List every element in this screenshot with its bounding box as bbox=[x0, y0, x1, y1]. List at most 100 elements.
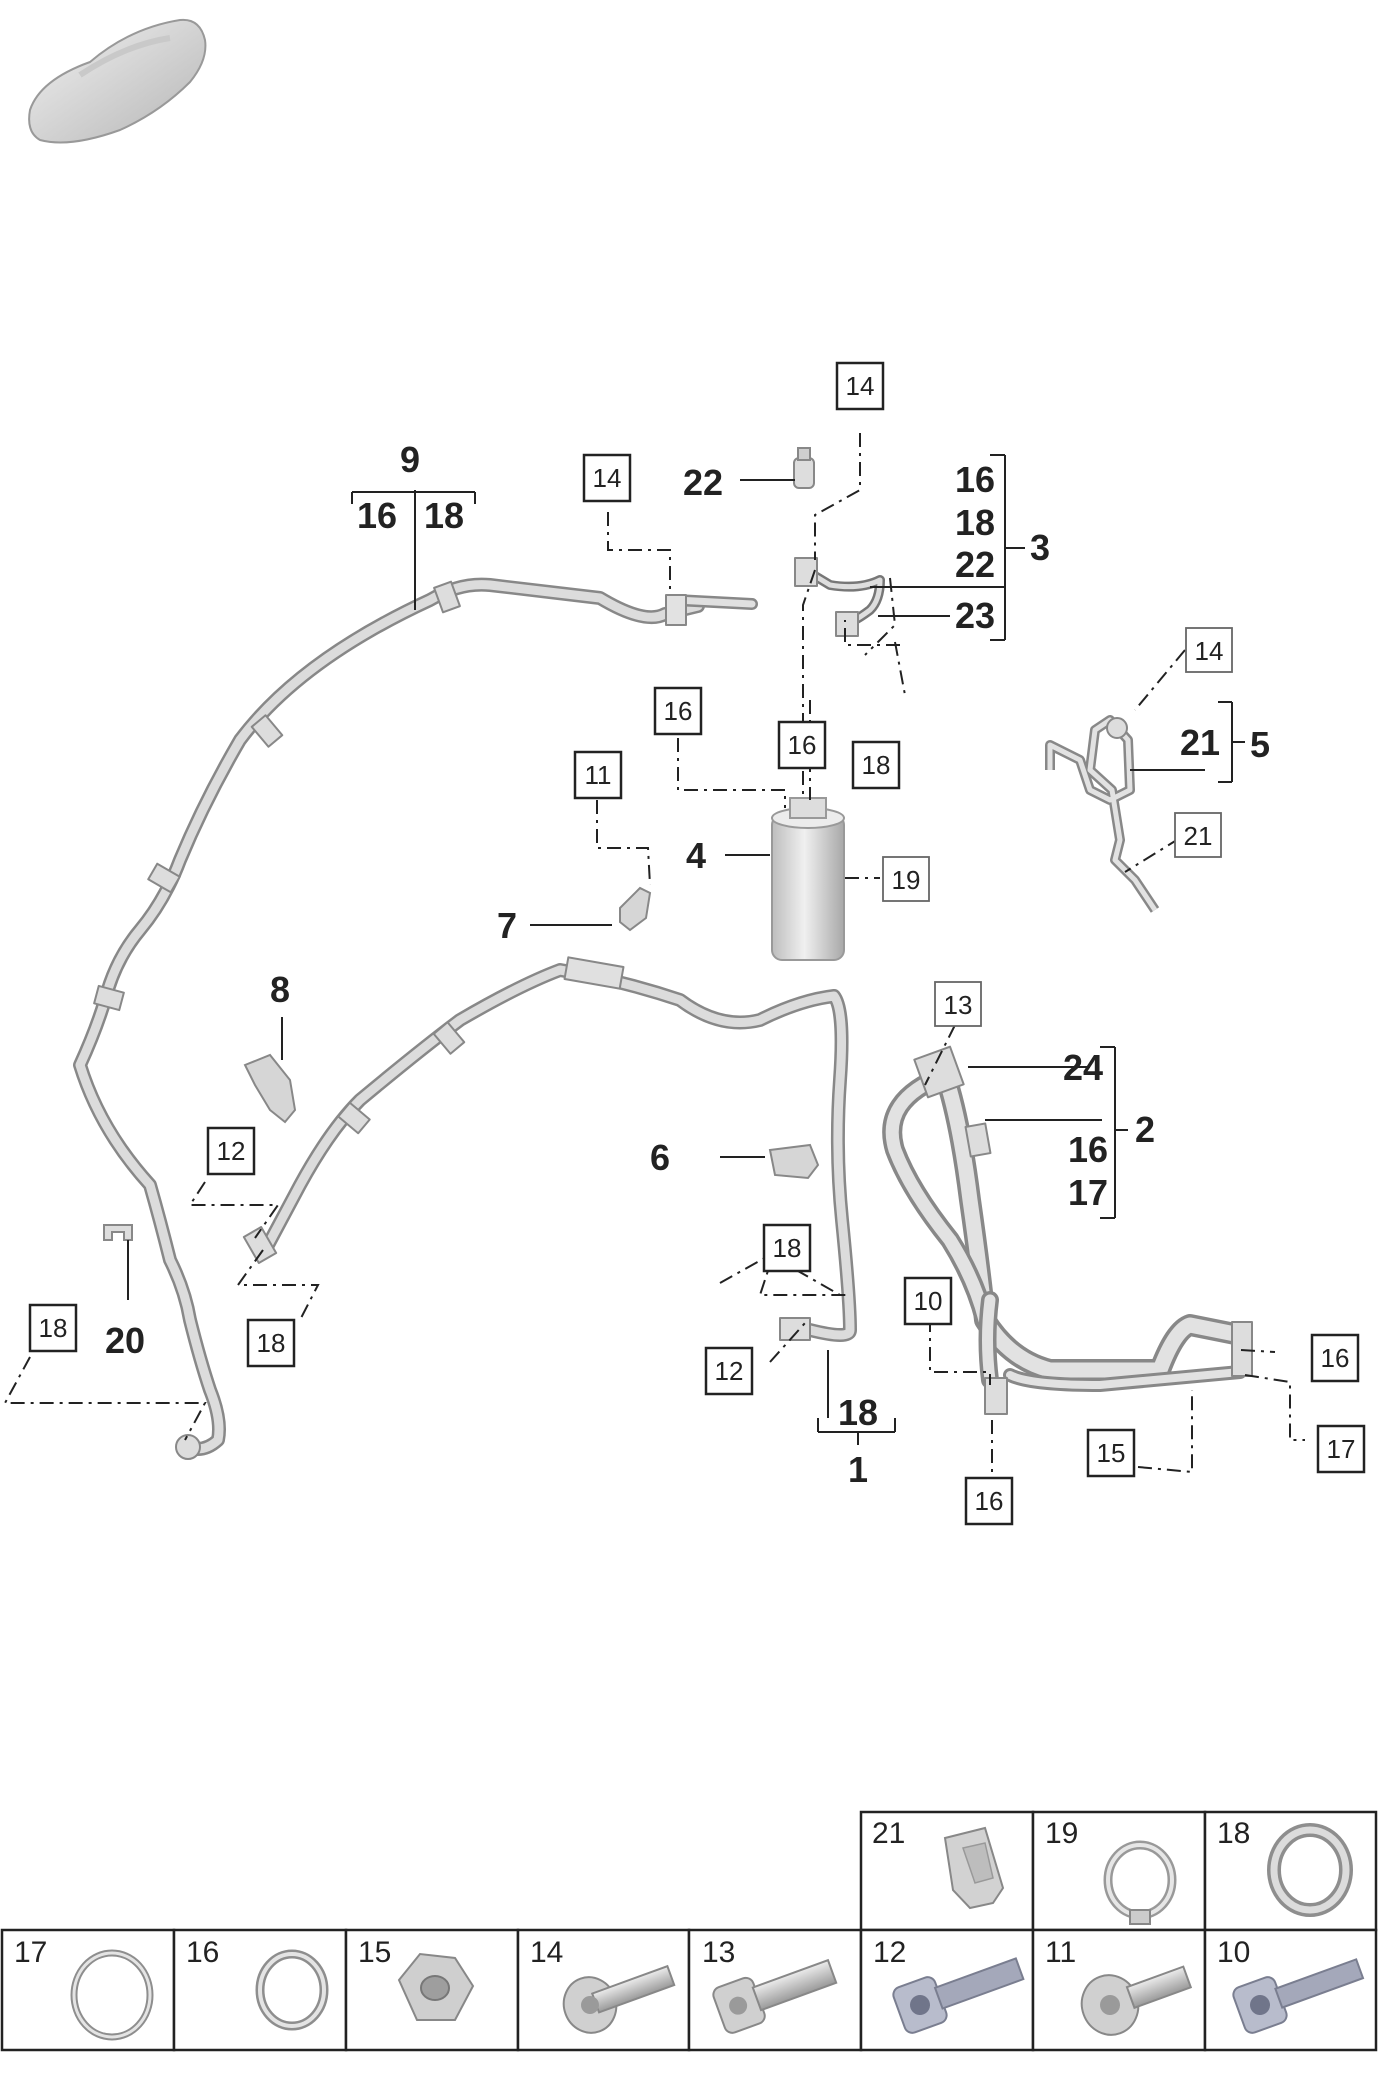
svg-text:16: 16 bbox=[788, 730, 817, 760]
svg-text:14: 14 bbox=[593, 463, 622, 493]
ref-box-18: 18 bbox=[851, 740, 901, 790]
ref-box-21: 21 bbox=[1174, 812, 1222, 858]
o-ring-icon bbox=[1267, 1823, 1353, 1917]
hose-line-1 bbox=[242, 956, 857, 1342]
svg-text:18: 18 bbox=[773, 1233, 802, 1263]
svg-text:19: 19 bbox=[892, 865, 921, 895]
table-cell-label-17: 17 bbox=[14, 1936, 47, 1969]
table-cell-label-12: 12 bbox=[873, 1936, 906, 1969]
table-cell-label-16: 16 bbox=[186, 1936, 219, 1969]
bracket-5 bbox=[1045, 715, 1160, 913]
svg-text:17: 17 bbox=[1327, 1434, 1356, 1464]
svg-text:12: 12 bbox=[715, 1356, 744, 1386]
svg-text:12: 12 bbox=[217, 1136, 246, 1166]
parts-table: 21 19 18 17 16 15 bbox=[0, 1810, 1378, 2052]
dash-dot-leaders bbox=[3, 433, 1305, 1487]
flange-bolt-icon bbox=[562, 1964, 676, 2034]
callout-labels: 9 16 18 22 16 18 22 23 3 21 5 4 7 8 6 24… bbox=[105, 439, 1270, 1490]
ref-box-16: 16 bbox=[777, 720, 827, 770]
hose-clamp-icon bbox=[1103, 1840, 1177, 1925]
boxed-references: 14 14 14 16 16 18 11 19 21 13 12 18 10 1… bbox=[28, 361, 1366, 1526]
ref-box-19: 19 bbox=[882, 856, 930, 902]
callout-2: 2 bbox=[1135, 1109, 1155, 1150]
callout-3-18: 18 bbox=[955, 502, 995, 543]
callout-1: 1 bbox=[848, 1449, 868, 1490]
hose-line-2 bbox=[882, 1045, 1253, 1415]
ref-box-16: 16 bbox=[1310, 1333, 1360, 1383]
hex-nut-icon bbox=[397, 1952, 475, 2021]
callout-5-21: 21 bbox=[1180, 722, 1220, 763]
ref-box-18: 18 bbox=[246, 1318, 296, 1368]
table-cell-label-21: 21 bbox=[872, 1817, 905, 1850]
svg-text:16: 16 bbox=[975, 1486, 1004, 1516]
callout-1-18: 18 bbox=[838, 1392, 878, 1433]
ref-box-18: 18 bbox=[762, 1223, 812, 1273]
clip-6 bbox=[768, 1143, 820, 1180]
ref-box-17: 17 bbox=[1316, 1424, 1366, 1474]
clip-icon bbox=[943, 1826, 1005, 1910]
ref-box-18: 18 bbox=[28, 1303, 78, 1353]
callout-9-16: 16 bbox=[357, 495, 397, 536]
callout-3: 3 bbox=[1030, 527, 1050, 568]
callout-8: 8 bbox=[270, 969, 290, 1010]
ref-box-14: 14 bbox=[835, 361, 885, 411]
callout-6: 6 bbox=[650, 1137, 670, 1178]
ref-box-10: 10 bbox=[903, 1276, 953, 1326]
svg-text:18: 18 bbox=[39, 1313, 68, 1343]
callout-9: 9 bbox=[400, 439, 420, 480]
ref-box-12: 12 bbox=[206, 1126, 256, 1176]
ref-box-14: 14 bbox=[1185, 627, 1233, 673]
callout-22: 22 bbox=[683, 462, 723, 503]
socket-bolt-icon bbox=[712, 1958, 838, 2034]
table-cell-label-15: 15 bbox=[358, 1936, 391, 1969]
svg-text:14: 14 bbox=[1195, 636, 1224, 666]
dryer-cylinder-4 bbox=[771, 797, 845, 961]
callout-7: 7 bbox=[497, 905, 517, 946]
svg-text:15: 15 bbox=[1097, 1438, 1126, 1468]
callout-3-22: 22 bbox=[955, 544, 995, 585]
pressure-sensor-22 bbox=[793, 447, 815, 489]
ref-box-16: 16 bbox=[964, 1476, 1014, 1526]
torx-bolt-icon bbox=[1232, 1958, 1365, 2034]
svg-text:10: 10 bbox=[914, 1286, 943, 1316]
svg-text:16: 16 bbox=[1321, 1343, 1350, 1373]
ref-box-12: 12 bbox=[704, 1346, 754, 1396]
pan-head-bolt-icon bbox=[1080, 1965, 1193, 2036]
svg-text:18: 18 bbox=[862, 750, 891, 780]
callout-2-16: 16 bbox=[1068, 1129, 1108, 1170]
ref-box-16: 16 bbox=[653, 686, 703, 736]
parts-table-bottom-row bbox=[0, 1928, 1378, 2052]
svg-text:11: 11 bbox=[585, 760, 612, 790]
svg-text:13: 13 bbox=[944, 990, 973, 1020]
callout-4: 4 bbox=[686, 835, 706, 876]
car-thumbnail-icon bbox=[28, 18, 207, 144]
hose-line-3 bbox=[794, 557, 885, 637]
callout-9-18: 18 bbox=[424, 495, 464, 536]
table-cell-label-11: 11 bbox=[1045, 1936, 1076, 1969]
ref-box-13: 13 bbox=[934, 981, 982, 1027]
svg-text:16: 16 bbox=[664, 696, 693, 726]
table-cell-label-13: 13 bbox=[702, 1936, 735, 1969]
torx-bolt-icon bbox=[892, 1957, 1025, 2034]
svg-text:18: 18 bbox=[257, 1328, 286, 1358]
callout-3-16: 16 bbox=[955, 459, 995, 500]
svg-text:21: 21 bbox=[1184, 821, 1213, 851]
callout-2-17: 17 bbox=[1068, 1172, 1108, 1213]
leader-lines bbox=[127, 454, 1245, 1445]
seal-ring-icon bbox=[255, 1949, 329, 2031]
callout-5: 5 bbox=[1250, 724, 1270, 765]
small-clip-20 bbox=[103, 1224, 133, 1241]
ref-box-11: 11 bbox=[573, 750, 623, 800]
ref-box-15: 15 bbox=[1086, 1428, 1136, 1478]
seal-ring-icon bbox=[70, 1949, 154, 2041]
clip-7 bbox=[619, 886, 652, 932]
callout-24: 24 bbox=[1063, 1047, 1103, 1088]
ref-box-14: 14 bbox=[582, 453, 632, 503]
clip-8 bbox=[243, 1053, 297, 1124]
table-cell-label-19: 19 bbox=[1045, 1817, 1078, 1850]
hose-line-9 bbox=[73, 577, 758, 1460]
callout-23: 23 bbox=[955, 595, 995, 636]
table-cell-label-14: 14 bbox=[530, 1936, 563, 1969]
table-cell-label-10: 10 bbox=[1217, 1936, 1250, 1969]
